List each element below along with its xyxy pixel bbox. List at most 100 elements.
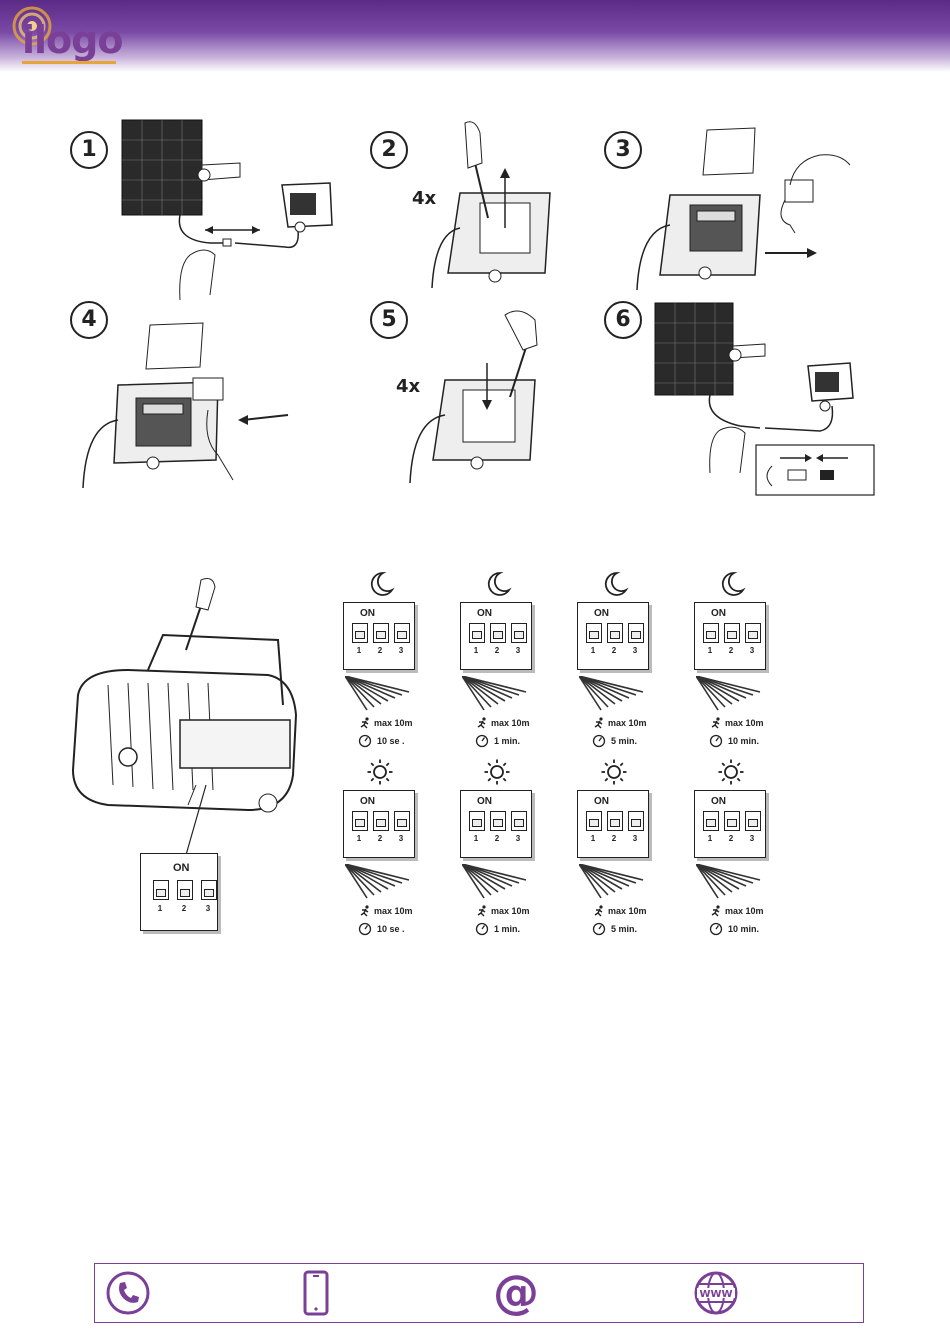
main-dip-switch-1[interactable] — [153, 880, 169, 900]
dip-switch-knob — [748, 631, 758, 639]
dip-switch-2[interactable] — [373, 811, 389, 831]
motion-runner-icon — [593, 905, 605, 917]
dip-switch-3[interactable] — [511, 811, 527, 831]
motion-runner-icon — [476, 717, 488, 729]
logo-text: ilogo — [22, 18, 122, 62]
dip-on-label: ON — [711, 796, 726, 807]
sensor-beam-icon — [345, 676, 415, 714]
dip-switch-number: 1 — [586, 834, 600, 843]
dip-switch-number: 2 — [373, 646, 387, 655]
dip-switch-3[interactable] — [394, 811, 410, 831]
timer-icon — [358, 734, 372, 748]
sensor-beam-icon — [696, 864, 766, 902]
dip-on-label: ON — [360, 608, 375, 619]
dip-switch-3[interactable] — [394, 623, 410, 643]
time-label: 10 se . — [377, 736, 405, 746]
main-dip-switch-2[interactable] — [177, 880, 193, 900]
dip-switch-number: 1 — [703, 834, 717, 843]
www-icon: WWW — [693, 1270, 739, 1316]
dip-switch-knob — [589, 631, 599, 639]
sensor-beam-icon — [696, 676, 766, 714]
dip-switch-3[interactable] — [745, 623, 761, 643]
range-label: max 10m — [608, 718, 647, 728]
at-icon: @ — [493, 1270, 539, 1316]
sun-icon — [716, 758, 746, 786]
step-2-illustration — [420, 118, 570, 293]
range-label: max 10m — [491, 718, 530, 728]
time-label: 10 se . — [377, 924, 405, 934]
dip-switch-number: 2 — [490, 646, 504, 655]
sun-icon — [365, 758, 395, 786]
main-dip-switch[interactable]: ON 1 2 3 — [140, 853, 218, 931]
dip-switch-2[interactable] — [724, 811, 740, 831]
dip-switch-2[interactable] — [607, 623, 623, 643]
dip-switch-3[interactable] — [745, 811, 761, 831]
moon-icon — [365, 570, 395, 598]
dip-switch-2[interactable] — [607, 811, 623, 831]
dip-switch-1[interactable] — [469, 623, 485, 643]
dip-switch-knob — [589, 819, 599, 827]
dip-switch-knob — [727, 819, 737, 827]
dip-on-label: ON — [711, 608, 726, 619]
moon-icon — [716, 570, 746, 598]
dip-switch-knob — [472, 631, 482, 639]
svg-text:@: @ — [493, 1270, 539, 1316]
dip-switch-knob — [493, 631, 503, 639]
dip-switch-knob — [355, 819, 365, 827]
step-2-number: 2 — [370, 131, 408, 169]
dip-switch-knob — [610, 631, 620, 639]
header-bar: ilogo — [0, 0, 950, 72]
dip-switch-number: 3 — [394, 834, 408, 843]
time-label: 10 min. — [728, 736, 759, 746]
main-dip-num-2: 2 — [177, 904, 191, 913]
dip-switch-2[interactable] — [373, 623, 389, 643]
dip-switch-knob — [706, 631, 716, 639]
dip-switch-2[interactable] — [724, 623, 740, 643]
dip-switch-2[interactable] — [490, 623, 506, 643]
logo-underline — [22, 61, 116, 64]
dip-on-label: ON — [594, 608, 609, 619]
motion-runner-icon — [359, 905, 371, 917]
dip-switch-2[interactable] — [490, 811, 506, 831]
dip-switch-number: 3 — [628, 646, 642, 655]
dip-switch-1[interactable] — [703, 623, 719, 643]
dip-switch-1[interactable] — [586, 811, 602, 831]
main-dip-switch-3[interactable] — [201, 880, 217, 900]
dip-switch-1[interactable] — [586, 623, 602, 643]
lamp-back-illustration — [68, 575, 318, 855]
timer-icon — [475, 922, 489, 936]
dip-switch-knob — [397, 631, 407, 639]
dip-switch-knob — [748, 819, 758, 827]
dip-switch-number: 3 — [511, 646, 525, 655]
motion-runner-icon — [359, 717, 371, 729]
dip-switch-number: 1 — [703, 646, 717, 655]
dip-switch-1[interactable] — [352, 623, 368, 643]
dip-switch-knob — [610, 819, 620, 827]
dip-switch-3[interactable] — [628, 811, 644, 831]
dip-switch-number: 1 — [352, 834, 366, 843]
time-label: 5 min. — [611, 736, 637, 746]
dip-switch-1[interactable] — [469, 811, 485, 831]
motion-runner-icon — [710, 905, 722, 917]
dip-switch-1[interactable] — [352, 811, 368, 831]
dip-switch-3[interactable] — [628, 623, 644, 643]
dip-switch-1[interactable] — [703, 811, 719, 831]
step-5-number: 5 — [370, 301, 408, 339]
dip-on-label: ON — [594, 796, 609, 807]
main-dip-num-3: 3 — [201, 904, 215, 913]
svg-text:WWW: WWW — [699, 1289, 732, 1300]
sun-icon — [599, 758, 629, 786]
main-dip-on-label: ON — [173, 862, 190, 874]
range-label: max 10m — [725, 718, 764, 728]
dip-switch-3[interactable] — [511, 623, 527, 643]
dip-switch-number: 2 — [373, 834, 387, 843]
timer-icon — [358, 922, 372, 936]
